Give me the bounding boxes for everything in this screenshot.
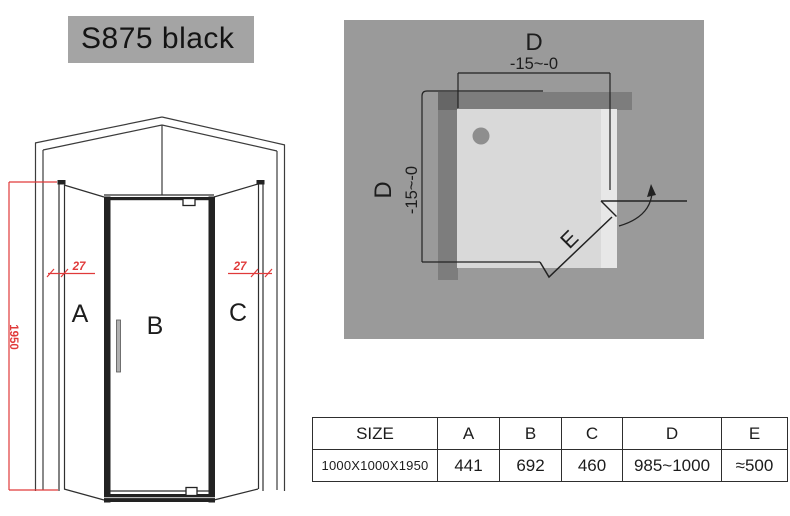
header-d: D <box>622 417 722 450</box>
table-header-row: SIZE A B C D E <box>312 417 788 450</box>
door-clamp-bottom <box>185 486 198 497</box>
left-gap-tick-2 <box>60 268 69 278</box>
red-dimension-lines <box>8 181 273 491</box>
panel-a-bottom-edge <box>63 488 105 501</box>
top-view: D -15~-0 D -15~-0 E <box>344 20 704 339</box>
dim-d-left-label: D <box>370 181 397 198</box>
wall-band-top <box>438 92 632 110</box>
front-view: A B C 1950 27 27 <box>7 116 286 503</box>
left-post-cap <box>57 180 66 185</box>
swing-arc <box>618 192 653 227</box>
spec-table: SIZE A B C D E 1000X1000X1950 441 692 46… <box>312 417 788 482</box>
right-gap-tick-2 <box>264 268 273 278</box>
header-size: SIZE <box>312 417 438 450</box>
panel-c-bottom-edge <box>213 488 259 501</box>
panel-c-top-edge <box>213 183 259 198</box>
roof-line-inner-right <box>161 124 278 152</box>
right-post-cap <box>256 180 265 185</box>
cell-e: ≈500 <box>721 449 788 482</box>
panel-label-b: B <box>147 312 164 340</box>
cell-a: 441 <box>437 449 500 482</box>
header-e: E <box>721 417 788 450</box>
right-gap-tick-1 <box>250 268 259 278</box>
dim-d-left-line <box>421 90 543 262</box>
door-diagonal-line <box>539 216 613 279</box>
panel-label-c: C <box>229 299 247 327</box>
panel-a-top-edge <box>63 184 105 198</box>
model-title: S875 black <box>68 16 254 63</box>
top-view-dimension-lines <box>421 72 611 263</box>
panel-labels: A B C <box>72 299 247 340</box>
door-swing-group <box>539 192 687 279</box>
roof-line-inner-left <box>42 124 163 151</box>
tray-edge-strip <box>601 109 617 268</box>
header-b: B <box>499 417 562 450</box>
header-c: C <box>561 417 623 450</box>
height-dim-value: 1950 <box>7 324 19 350</box>
dim-d-left-range: -15~-0 <box>403 166 421 214</box>
panel-label-a: A <box>72 300 89 328</box>
roof-line-outer-left <box>34 116 163 144</box>
top-frame-bar <box>104 197 215 201</box>
left-gap-tick-1 <box>46 268 55 278</box>
cell-b: 692 <box>499 449 562 482</box>
door-clamp-top <box>182 197 196 207</box>
cell-size: 1000X1000X1950 <box>312 449 438 482</box>
right-gap-value: 27 <box>233 261 247 273</box>
cell-c: 460 <box>561 449 623 482</box>
dim-d-top-label: D <box>525 29 542 56</box>
red-dimension-texts: 1950 27 27 <box>7 261 247 350</box>
table-row: 1000X1000X1950 441 692 460 985~1000 ≈500 <box>312 449 788 482</box>
swing-arrowhead-icon <box>647 184 656 197</box>
door-frame-left <box>104 196 111 503</box>
dim-d-top-range: -15~-0 <box>510 55 558 73</box>
door-corner-notch <box>600 200 617 217</box>
frame-bars <box>57 180 265 503</box>
left-gap-value: 27 <box>72 261 86 273</box>
header-a: A <box>437 417 500 450</box>
cell-d: 985~1000 <box>622 449 722 482</box>
roof-line-outer-right <box>161 116 286 146</box>
wall-lines <box>34 116 286 491</box>
drain-icon <box>472 127 490 145</box>
enclosure-lines <box>58 182 264 501</box>
door-handle <box>116 319 121 373</box>
wall-band-left <box>438 92 458 280</box>
door-frame-right <box>208 196 215 503</box>
